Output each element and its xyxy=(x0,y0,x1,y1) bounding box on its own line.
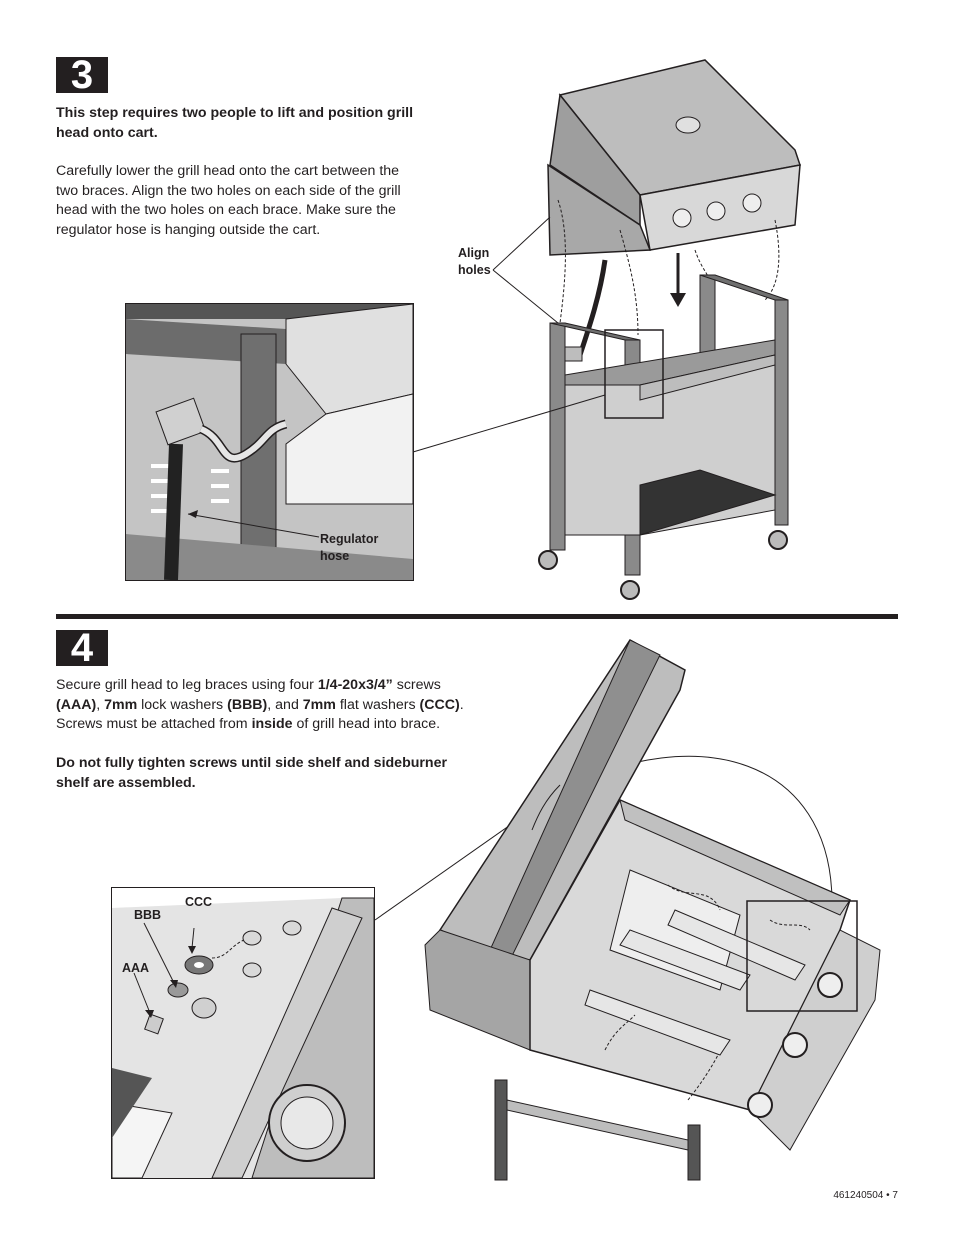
step-3-instructions: Carefully lower the grill head onto the … xyxy=(56,163,401,238)
regulator-hose-label: Regulator hose xyxy=(320,532,379,563)
step-3-regulator-inset: Regulator hose xyxy=(125,303,414,581)
hardware-inset-illustration xyxy=(112,888,374,1178)
step-4-instructions: Secure grill head to leg braces using fo… xyxy=(56,677,464,732)
step-4-hardware-inset: CCC BBB AAA xyxy=(111,887,375,1179)
step-4-warning: Do not fully tighten screws until side s… xyxy=(56,755,447,791)
regulator-inset-illustration xyxy=(126,304,413,580)
step-3-warning: This step requires two people to lift an… xyxy=(56,105,414,141)
aaa-label: AAA xyxy=(122,961,150,975)
step-3-grill-cart-illustration xyxy=(492,59,801,600)
align-holes-label: Align holes xyxy=(458,246,491,277)
step-divider xyxy=(56,614,898,619)
page-footer: 461240504 • 7 xyxy=(833,1190,898,1201)
ccc-label: CCC xyxy=(185,895,213,909)
bbb-label: BBB xyxy=(134,908,162,922)
step-4-badge: 4 xyxy=(56,628,108,668)
step-4-grill-open-illustration xyxy=(424,639,881,1181)
step-3-badge: 3 xyxy=(56,55,108,95)
